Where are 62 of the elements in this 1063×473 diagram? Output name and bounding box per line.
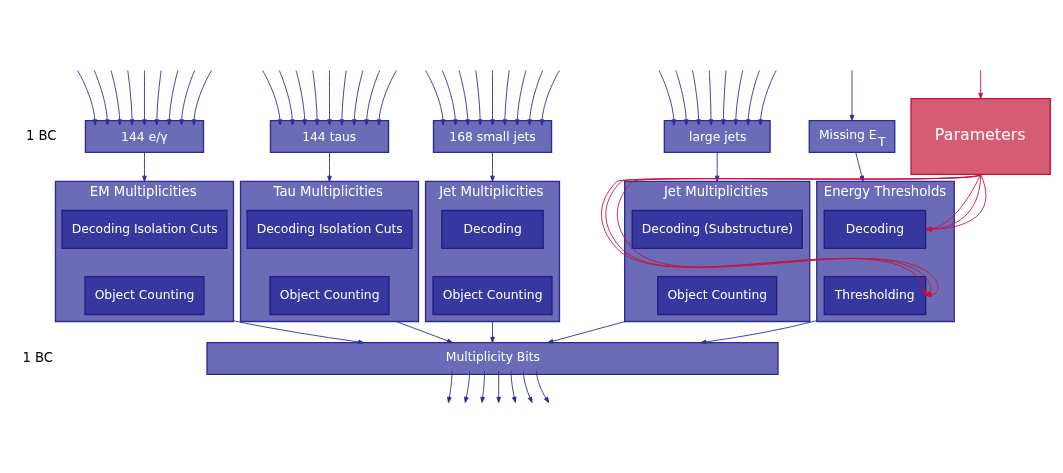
node-box: Multiplicity Bits [206,342,779,376]
arrow [154,70,162,126]
node-box: Decoding [441,209,544,250]
node-box: Object Counting [84,275,205,316]
arrow [708,70,714,126]
arrow [721,70,727,126]
arrow [510,370,517,403]
arrow [658,70,677,126]
arrow [536,370,550,403]
arrow [447,370,453,403]
label: 1 BC [22,349,54,365]
arrow [262,70,283,126]
arrow [191,70,212,126]
arrow [464,370,471,403]
arrow [376,70,397,126]
arrow [700,320,818,345]
arrow [502,70,510,126]
arrow [233,320,365,345]
arrow [327,70,332,126]
arrow [77,70,98,126]
arrow [547,321,626,344]
arrow [490,152,495,182]
arrow [312,70,320,126]
arrow [278,70,295,126]
arrow [515,70,527,126]
arrow [352,70,364,126]
arrow [745,70,760,126]
arrow [480,370,485,403]
node-box: Parameters [910,97,1051,176]
arrow [110,70,122,126]
arrow [849,70,855,121]
arrow [127,70,135,126]
arrow [425,70,446,126]
arrow [758,70,777,126]
node-box: Decoding Isolation Cuts [246,209,413,250]
label: 1 BC [25,127,57,143]
arrow [339,70,347,126]
arrow [978,70,983,99]
arrow [142,70,147,126]
arrow [522,370,533,403]
arrow [441,70,458,126]
arrow [496,370,501,403]
arrow [539,70,560,126]
arrow [692,70,701,126]
node-box: Object Counting [432,275,553,316]
arrow [458,70,470,126]
arrow [179,70,196,126]
node-box: Decoding Isolation Cuts [61,209,228,250]
arrow [395,321,454,344]
arrow [142,152,147,182]
arrow [364,70,381,126]
arrow [93,70,110,126]
arrow [327,152,332,182]
arrow [475,70,483,126]
arrow [490,70,495,126]
arrow [527,70,544,126]
arrow [675,70,689,126]
node-box: Object Counting [269,275,390,316]
arrow [490,321,495,344]
arrow [733,70,744,126]
arrow [166,70,179,126]
arrow [295,70,307,126]
